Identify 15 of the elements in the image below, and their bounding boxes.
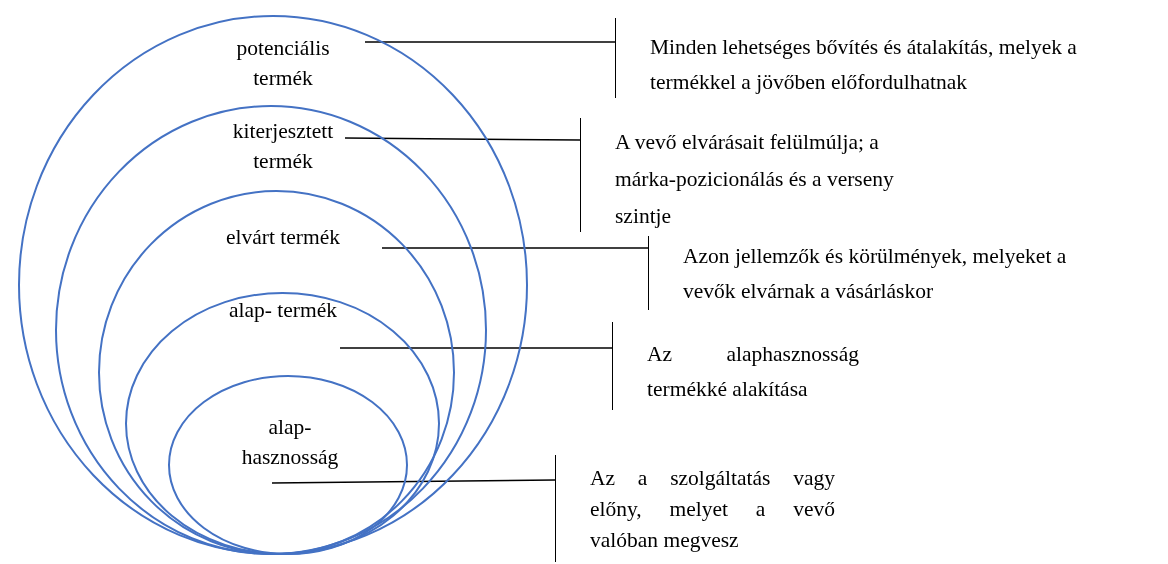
circle-label: alap- termék — [228, 297, 338, 324]
leader-line — [364, 41, 616, 43]
leader-line — [344, 137, 581, 141]
circle-label: elvárt termék — [225, 224, 341, 251]
description-text: A vevő elvárásait felülmúlja; a márka-pozicionálás és a verseny szintje — [615, 129, 895, 230]
leader-line — [271, 479, 556, 484]
circle-label: kiterjesztett termék — [231, 118, 335, 175]
circle-label: potenciális termék — [235, 35, 331, 92]
leader-line — [339, 347, 613, 349]
description-text: Minden lehetséges bővítés és átalakítás, melyek a termékkel a jövőben előfordulhatnak — [650, 34, 1078, 96]
leader-line — [381, 247, 649, 249]
description-text: Az a szolgáltatás vagy előny, melyet a vevő valóban megvesz — [590, 465, 835, 554]
description-text: Az alaphasznosság termékké alakítása — [647, 341, 859, 403]
circle-label: alap- hasznosság — [240, 414, 340, 471]
description-text: Azon jellemzők és körülmények, melyeket a vevők elvárnak a vásárláskor — [683, 243, 1068, 305]
